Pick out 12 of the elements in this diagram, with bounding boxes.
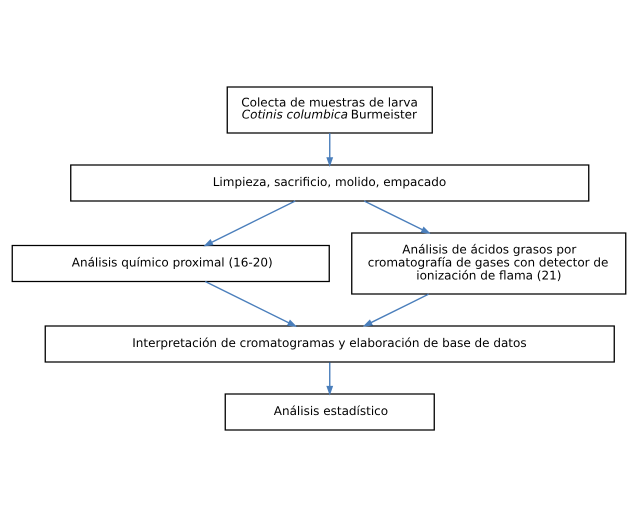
arrow (364, 200, 431, 234)
arrow (204, 280, 298, 326)
arrow (362, 293, 429, 326)
arrow (326, 362, 334, 396)
node-box: Análisis químico proximal (16-20) (12, 244, 330, 282)
node-box: Análisis estadístico (224, 392, 435, 430)
node-box: Colecta de muestras de larva Cotinis columbica Burmeister (226, 86, 433, 134)
arrow (203, 200, 296, 246)
node-box: Limpieza, sacrificio, molido, empacado (70, 164, 590, 202)
node-box: Análisis de ácidos grasos por cromatografía de gases con detector de ionización de flama (21) (351, 232, 626, 294)
node-box: Interpretación de cromatogramas y elaboración de base de datos (44, 324, 615, 362)
arrow (326, 132, 334, 167)
